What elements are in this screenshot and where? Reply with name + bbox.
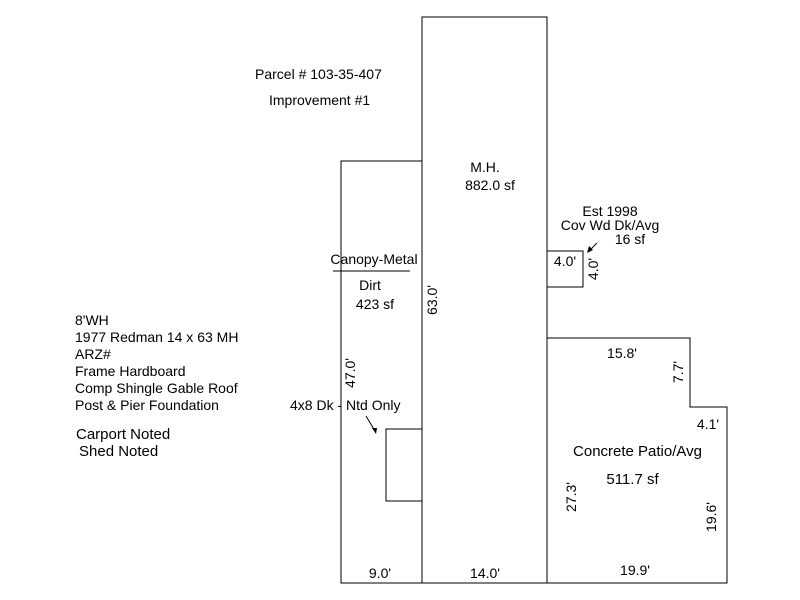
mh-name: M.H. — [470, 159, 500, 175]
note-line: ARZ# — [75, 346, 111, 362]
patio-left-dim: 27.3' — [563, 482, 579, 512]
patio-right-dim: 19.6' — [703, 502, 719, 532]
canopy-bottom-dim: 9.0' — [368, 565, 392, 581]
canopy-name: Canopy-Metal — [330, 251, 418, 267]
patio-area: 511.7 sf — [606, 471, 659, 488]
cov-deck-name: Cov Wd Dk/Avg — [560, 217, 660, 233]
patio-step-horizontal-dim: 4.1' — [696, 416, 720, 432]
cov-deck-arrowhead — [587, 246, 593, 253]
cov-deck-height-dim: 4.0' — [585, 257, 601, 281]
mobile-home-outline — [421, 16, 548, 584]
canopy-surface: Dirt — [359, 277, 381, 293]
small-deck-outline — [385, 428, 423, 502]
note-line: Frame Hardboard — [75, 363, 186, 379]
patio-top-dim: 15.8' — [607, 345, 637, 361]
cov-deck-width-dim: 4.0' — [553, 253, 577, 269]
canopy-area: 423 sf — [355, 296, 395, 312]
cov-deck-outline — [546, 250, 584, 288]
additional-notes: Carport Noted Shed Noted — [76, 426, 170, 460]
property-notes: 8'WH 1977 Redman 14 x 63 MH ARZ# Frame H… — [75, 312, 238, 414]
small-deck-label: 4x8 Dk - Ntd Only — [290, 397, 401, 413]
note-line: Carport Noted — [76, 426, 171, 443]
small-deck-arrowhead — [372, 428, 377, 434]
patio-bottom-dim: 19.9' — [620, 562, 650, 578]
mh-bottom-dim: 14.0' — [470, 565, 500, 581]
canopy-outline — [340, 160, 423, 584]
note-line: Post & Pier Foundation — [75, 397, 219, 413]
patio-outline — [546, 337, 728, 584]
parcel-number: Parcel # 103-35-407 — [255, 66, 382, 82]
patio-name: Concrete Patio/Avg — [573, 443, 702, 460]
cov-deck-year: Est 1998 — [582, 203, 638, 219]
mh-side-dim: 63.0' — [424, 285, 440, 315]
canopy-side-dim: 47.0' — [342, 358, 358, 388]
cov-deck-area: 16 sf — [614, 231, 646, 247]
patio-step-vertical-dim: 7.7' — [670, 360, 686, 384]
improvement-label: Improvement #1 — [269, 92, 371, 108]
note-line: Comp Shingle Gable Roof — [75, 380, 238, 396]
mh-area: 882.0 sf — [465, 177, 515, 193]
note-line: 8'WH — [75, 312, 109, 328]
note-line: Shed Noted — [79, 443, 159, 460]
note-line: 1977 Redman 14 x 63 MH — [75, 329, 239, 345]
